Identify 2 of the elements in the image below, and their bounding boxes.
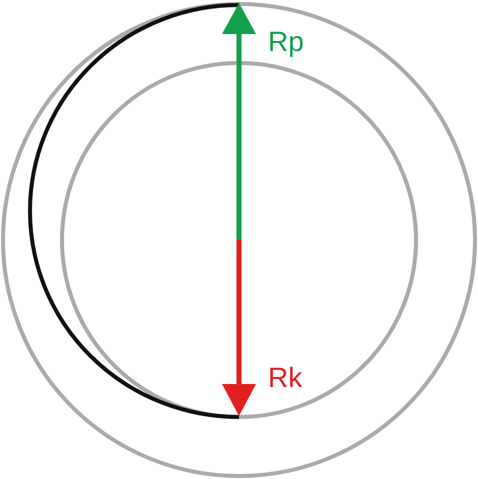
radius-label: Rk [268, 364, 302, 392]
radius-label: Rp [268, 28, 304, 56]
